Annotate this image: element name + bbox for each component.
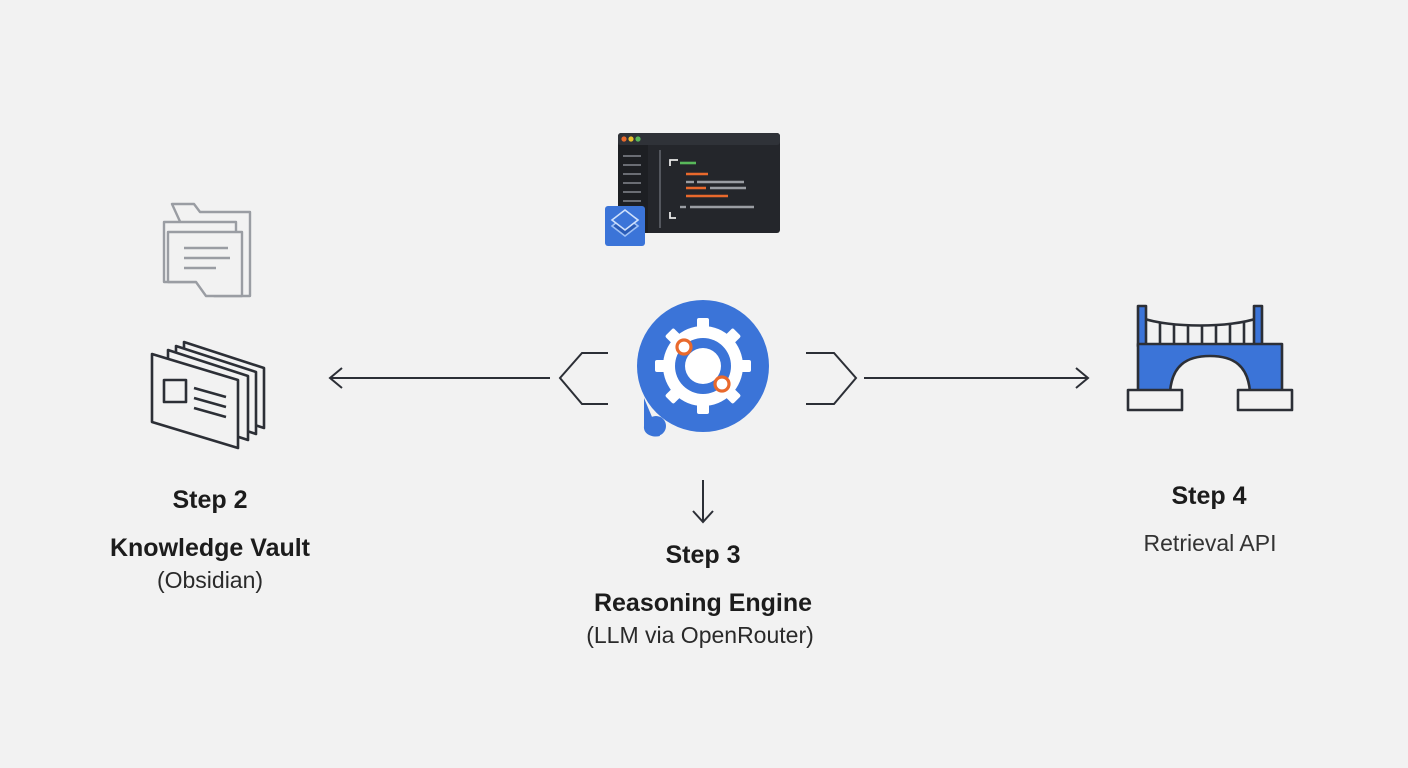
engine-subtitle: (LLM via OpenRouter) [586,622,814,648]
engine-step-label: Step 3 [665,541,741,569]
api-description: Retrieval API [1143,530,1277,556]
folder-documents-icon [162,202,252,298]
api-step-label: Step 4 [1171,482,1247,510]
engine-name: Reasoning Engine [593,589,813,617]
bridge-icon [1126,304,1294,412]
document-stack-icon [150,340,266,450]
gear-chat-bubble-icon [637,300,769,437]
arrow-to-vault [328,367,550,389]
arrow-to-api [864,367,1090,389]
right-bracket [806,352,858,405]
vault-name: Knowledge Vault [109,534,311,562]
vault-step-label: Step 2 [172,486,248,514]
left-bracket [558,352,608,405]
code-editor-window-icon [605,133,780,246]
vault-subtitle: (Obsidian) [156,567,264,593]
arrow-down [692,480,714,524]
